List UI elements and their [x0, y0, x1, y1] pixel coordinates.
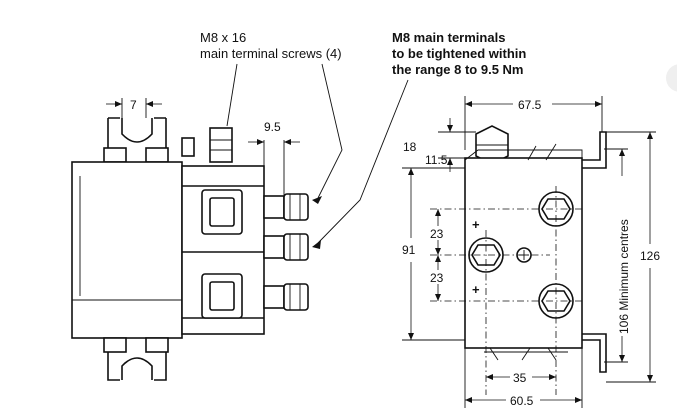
screw-annotation-line2: main terminal screws (4): [200, 46, 342, 61]
arrow: [447, 125, 453, 132]
arrow: [257, 139, 264, 145]
edge-scroll-handle[interactable]: [666, 64, 677, 92]
torque-annotation-line2: to be tightened within: [392, 46, 526, 61]
arrow: [435, 209, 441, 216]
dim-side-offset: 9.5: [264, 120, 281, 134]
arrow: [435, 294, 441, 301]
arrow: [486, 374, 493, 380]
arrow: [575, 397, 582, 403]
top-right-bracket: [582, 131, 607, 169]
bracket-tab: [145, 337, 169, 353]
side-terminal-2: [263, 233, 309, 261]
bottom-right-bracket: [582, 333, 607, 373]
terminal-nut: [283, 193, 309, 221]
leader-screw-side: [317, 63, 343, 199]
dim-height-91: 91: [402, 243, 416, 257]
coil-inner: [209, 197, 235, 227]
leader-arrowhead: [312, 240, 321, 249]
dim-offset-11-5: 11.5: [425, 153, 448, 167]
arrow: [619, 355, 625, 362]
leader-lines: [226, 63, 409, 249]
side-body-left: [71, 161, 183, 339]
top-bracket: [107, 117, 167, 164]
arrow: [549, 374, 556, 380]
torque-annotation-line1: M8 main terminals: [392, 30, 505, 45]
arrow: [115, 101, 122, 107]
arrow: [647, 375, 653, 382]
bracket-tab: [145, 147, 169, 163]
arrow: [146, 101, 153, 107]
arrow: [619, 149, 625, 156]
side-terminal-3: [263, 283, 309, 311]
side-terminal-1: [263, 193, 309, 221]
bracket-tab: [103, 147, 127, 163]
arrow: [465, 397, 472, 403]
arrow: [408, 168, 414, 175]
terminal-nut: [283, 283, 309, 311]
dim-bottom-60-5: 60.5: [510, 394, 534, 408]
arrow: [647, 132, 653, 139]
side-view: 7: [71, 98, 309, 381]
spring-clip: [489, 347, 557, 361]
dim-offset-18: 18: [403, 140, 417, 154]
arrow: [465, 101, 472, 107]
bracket-tab: [103, 337, 127, 353]
dim-spacing-upper: 23: [430, 227, 444, 241]
bracket-slot: [121, 357, 153, 380]
coil-inner: [209, 281, 235, 311]
front-view: 67.5 18 11.5 91: [402, 96, 660, 408]
terminal-nut: [283, 233, 309, 261]
leader-torque: [317, 79, 409, 244]
arrow: [284, 139, 291, 145]
arrow: [408, 333, 414, 340]
polarity-plus-upper: +: [472, 217, 480, 232]
dim-spacing-lower: 23: [430, 271, 444, 285]
terminal-stud: [263, 285, 285, 309]
terminal-stud: [263, 195, 285, 219]
bottom-bracket: [107, 352, 167, 381]
dim-side-width: 7: [130, 98, 137, 112]
arrow: [595, 101, 602, 107]
screw-annotation-line1: M8 x 16: [200, 30, 246, 45]
torque-annotation-line3: the range 8 to 9.5 Nm: [392, 62, 523, 77]
arrow: [435, 255, 441, 262]
spring-clip: [527, 143, 557, 161]
dim-bottom-35: 35: [513, 371, 527, 385]
polarity-plus-lower: +: [472, 282, 480, 297]
arrow: [435, 248, 441, 255]
dim-min-centres: 106 Minimum centres: [617, 219, 631, 334]
body-top-edge: [464, 149, 583, 161]
torque-annotation: M8 main terminals to be tightened within…: [392, 30, 526, 77]
dim-top-width: 67.5: [518, 98, 542, 112]
screw-annotation: M8 x 16 main terminal screws (4): [200, 30, 342, 61]
leader-arrowhead: [312, 196, 322, 204]
top-terminal-nut: [209, 127, 233, 163]
dim-height-126: 126: [640, 249, 660, 263]
terminal-stud: [263, 235, 285, 259]
leader-screw-top: [226, 63, 238, 127]
bracket-slot: [121, 118, 153, 143]
arrow: [447, 158, 453, 165]
top-screw-head: [181, 137, 195, 157]
